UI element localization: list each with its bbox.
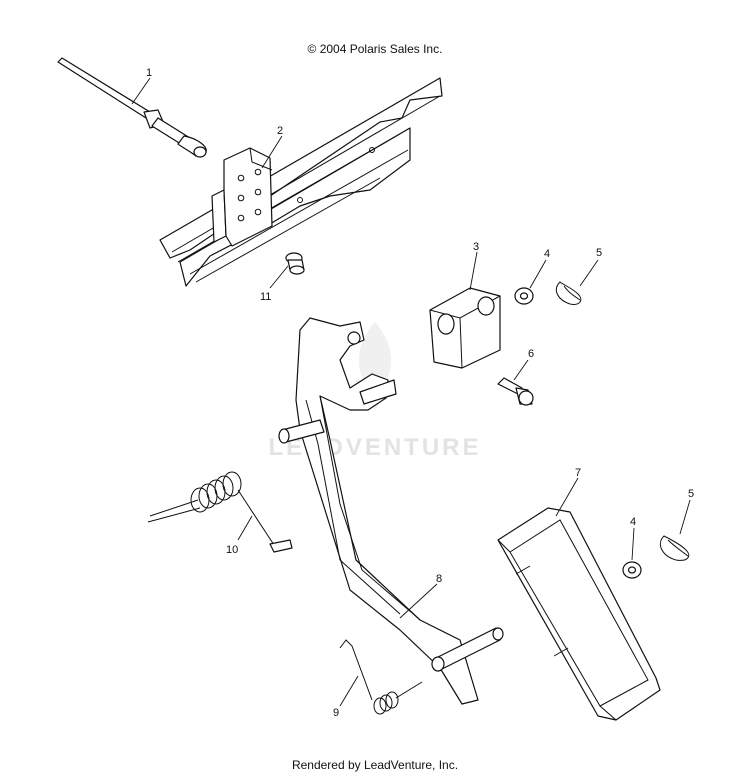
callout-5-upper: 5 [596,247,602,259]
callout-3: 3 [473,241,479,253]
part-4-washer-upper [514,287,534,305]
callout-11: 11 [260,291,271,303]
part-1-rod [57,57,207,158]
part-10-torsion-spring [147,471,293,553]
callout-1: 1 [146,67,152,79]
callout-8: 8 [436,573,442,585]
callout-4-lower: 4 [630,516,636,528]
part-6-bolt [497,377,534,406]
callout-2: 2 [277,125,283,137]
part-5-clip-lower [660,535,690,561]
part-5-clip-upper [555,281,582,305]
callout-4-upper: 4 [544,248,550,260]
part-3-pivot-block [429,287,501,369]
callout-7: 7 [575,467,581,479]
callout-5-lower: 5 [688,488,694,500]
part-11-bushing [285,252,305,275]
part-9-return-spring [339,639,423,715]
copyright-notice: © 2004 Polaris Sales Inc. [307,42,443,56]
part-7-pedal-pad [497,507,661,721]
callout-10: 10 [226,544,238,556]
callout-9: 9 [333,707,339,719]
callout-6: 6 [528,348,534,360]
part-8-pedal-arm [278,317,504,705]
rendered-by-footer: Rendered by LeadVenture, Inc. [291,758,459,772]
part-4-washer-lower [622,561,642,579]
part-2-frame-rail-bracket [159,77,443,287]
callout-leaders [131,77,691,707]
